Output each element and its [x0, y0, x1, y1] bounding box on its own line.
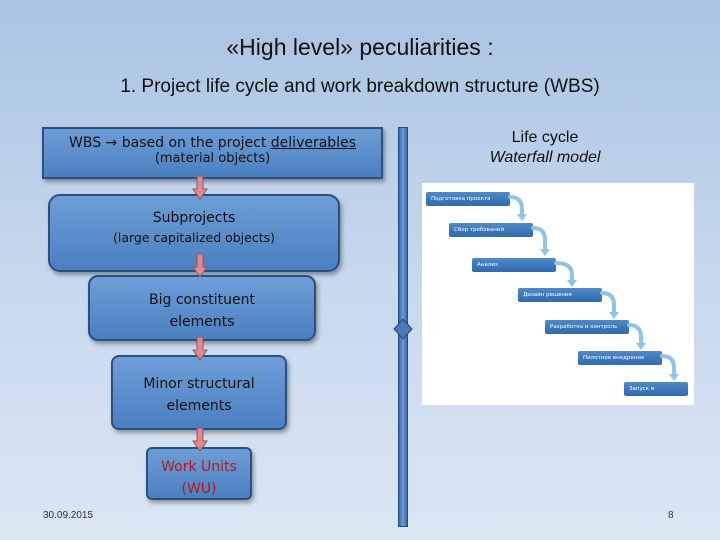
minor-elements-box: Minor structural elements: [111, 355, 287, 430]
wbs-deliverables-word: deliverables: [270, 135, 356, 151]
big-elements-line1: Big constituent: [149, 292, 255, 308]
waterfall-diagram: Подготовка проекта Сбор требований Анали…: [422, 183, 694, 406]
subprojects-sublabel: (large capitalized objects): [112, 230, 276, 245]
wbs-text: based on the project: [117, 135, 271, 151]
life-cycle-title: Life cycle Waterfall model: [460, 128, 630, 168]
wbs-prefix: WBS: [69, 135, 102, 151]
waterfall-step: Сбор требований: [449, 223, 533, 237]
down-arrow-icon: [192, 176, 208, 200]
down-arrow-icon: [192, 337, 208, 361]
diamond-marker-icon: [393, 318, 413, 340]
waterfall-step: Разработка и контроль: [545, 320, 629, 334]
waterfall-step: Анализ: [472, 258, 556, 272]
big-elements-box: Big constituent elements: [88, 275, 316, 341]
work-units-box: Work Units (WU): [146, 447, 252, 500]
wbs-deliverables-box: WBS → based on the project deliverables …: [42, 127, 383, 179]
subprojects-label: Subprojects: [152, 210, 236, 226]
right-arrow-icon: →: [105, 135, 118, 151]
wbs-box-line2: (material objects): [154, 151, 271, 166]
slide-title: «High level» peculiarities :: [226, 34, 494, 60]
work-units-line1: Work Units: [161, 459, 237, 475]
slide-subtitle: 1. Project life cycle and work breakdown…: [120, 76, 600, 97]
down-arrow-icon: [192, 254, 208, 278]
subprojects-box: Subprojects (large capitalized objects): [48, 194, 340, 272]
big-elements-line2: elements: [169, 314, 235, 330]
down-arrow-icon: [192, 428, 208, 452]
waterfall-step: Запуск и поддержка: [624, 382, 688, 406]
wbs-box-line1: WBS → based on the project deliverables: [44, 135, 381, 151]
waterfall-step: Пилотное внедрение: [578, 351, 662, 365]
waterfall-connectors: [508, 195, 679, 381]
slide-date: 30.09.2015: [43, 510, 94, 521]
page-number: 8: [668, 510, 674, 521]
waterfall-step: Подготовка проекта: [426, 192, 510, 206]
life-cycle-title-line2: Waterfall model: [489, 149, 601, 166]
minor-elements-line2: elements: [166, 398, 232, 414]
waterfall-step: Дизайн решения: [518, 288, 602, 302]
minor-elements-line1: Minor structural: [143, 376, 255, 392]
life-cycle-title-line1: Life cycle: [511, 129, 579, 146]
work-units-line2: (WU): [181, 481, 217, 497]
